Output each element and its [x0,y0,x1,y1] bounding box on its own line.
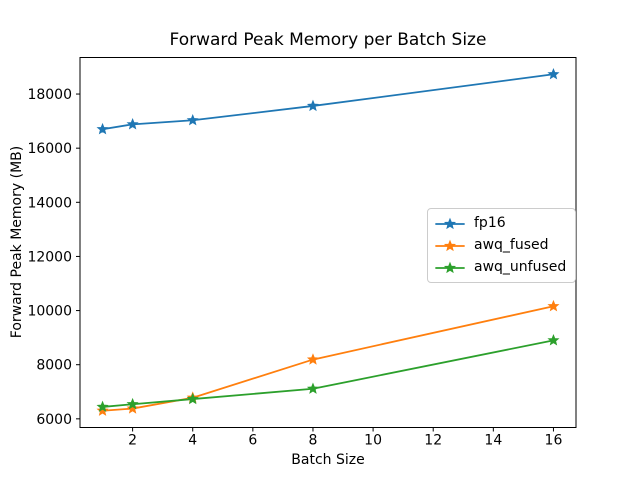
marker-star-icon [186,392,199,405]
legend-label: awq_fused [474,237,549,253]
marker-star-icon [126,118,139,130]
marker-star-icon [547,334,560,346]
y-tick-label: 18000 [27,87,72,103]
marker-star-icon [126,402,139,414]
marker-star-icon [96,122,109,135]
legend-item-awq-unfused: awq_unfused [435,259,566,276]
legend-label: awq_unfused [474,259,567,275]
x-tick-label: 12 [424,433,442,449]
y-tick-label: 12000 [27,249,72,265]
x-tick-label: 10 [364,433,382,449]
y-tick-label: 14000 [27,195,72,211]
x-tick-label: 6 [248,433,257,449]
legend-sample-line-icon [435,239,465,251]
series-line-fp16 [101,73,555,131]
marker-star-icon [306,382,319,394]
series-line-awq_fused [101,305,555,412]
x-tick-label: 14 [484,433,502,449]
x-axis-label: Batch Size [291,452,365,468]
y-tick-label: 10000 [27,304,72,320]
marker-star-icon [126,397,139,410]
y-tick-label: 8000 [36,358,72,374]
y-tick-label: 6000 [36,412,72,428]
marker-star-icon [306,99,319,112]
series-awq_unfused [96,334,560,413]
x-tick-label: 8 [309,433,318,449]
series-awq_fused [96,299,560,416]
marker-star-icon [96,404,109,416]
x-tick-label: 16 [545,433,563,449]
legend-item-awq-fused: awq_fused [435,237,566,254]
marker-star-icon [96,400,109,413]
marker-star-icon [547,67,560,80]
legend-item-fp16: fp16 [435,215,566,232]
series-fp16 [96,67,560,135]
legend-sample-line-icon [435,217,465,229]
x-tick-label: 4 [188,433,197,449]
marker-star-icon [306,353,319,365]
series-line-awq_unfused [101,339,555,408]
legend-label: fp16 [474,215,506,231]
marker-star-icon [547,299,560,312]
chart-title: Forward Peak Memory per Batch Size [169,30,487,50]
legend: fp16 awq_fused awq_unfused [427,208,577,283]
marker-star-icon [186,113,199,126]
legend-sample-line-icon [435,261,465,273]
x-tick-label: 2 [128,433,137,449]
y-tick-label: 16000 [27,141,72,157]
y-axis-label: Forward Peak Memory (MB) [9,145,25,339]
